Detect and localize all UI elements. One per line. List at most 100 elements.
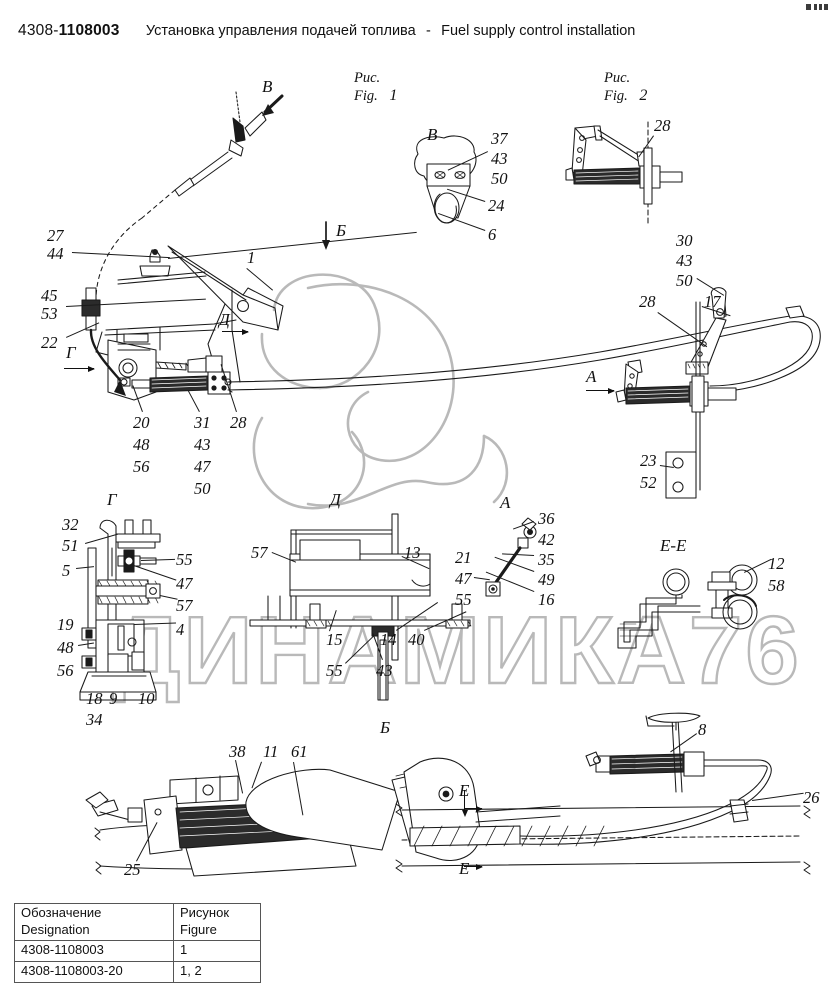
- table-header-figure: Рисунок Figure: [173, 902, 261, 942]
- callout-36: 36: [538, 509, 555, 528]
- callout-17: 17: [704, 292, 721, 311]
- callout-18: 18: [86, 689, 103, 708]
- table-row: 4308-1108003 1: [14, 940, 261, 962]
- section-arrow-e-bottom-h: [464, 863, 483, 870]
- section-letter-g-arrow: Г: [66, 343, 76, 362]
- callout-26: 26: [803, 788, 820, 807]
- callout-44: 44: [47, 244, 64, 263]
- callout-47-a: 47: [455, 569, 472, 588]
- section-arrow-e-top-h: [464, 805, 483, 812]
- figure-2-ru: Рис.: [604, 70, 631, 86]
- section-letter-a-detail: А: [500, 493, 511, 512]
- callout-43: 43: [194, 435, 211, 454]
- detail-right-bracket: [615, 287, 737, 499]
- section-letter-g-detail: Г: [107, 490, 117, 509]
- callout-57-d: 57: [251, 543, 268, 562]
- callout-56-g: 56: [57, 661, 74, 680]
- designation-table: Обозначение Designation Рисунок Figure 4…: [14, 902, 261, 983]
- section-letter-ee-detail: E-E: [660, 536, 687, 555]
- callout-9: 9: [109, 689, 118, 708]
- callout-43-v: 43: [491, 149, 508, 168]
- callout-31: 31: [194, 413, 211, 432]
- header-designation-ru: Обозначение: [21, 905, 102, 920]
- detail-v-bracket: [414, 135, 477, 224]
- callout-23: 23: [640, 451, 657, 470]
- figure-1-ru: Рис.: [354, 70, 381, 86]
- callout-28-right: 28: [639, 292, 656, 311]
- callout-49: 49: [538, 570, 555, 589]
- callout-50-v: 50: [491, 169, 508, 188]
- callout-8: 8: [698, 720, 707, 739]
- cable-end-detail: [95, 91, 267, 301]
- callout-19: 19: [57, 615, 74, 634]
- main-cable: [227, 305, 821, 393]
- callout-25: 25: [124, 860, 141, 879]
- callout-53: 53: [41, 304, 58, 323]
- section-letter-b-view: Б: [380, 718, 391, 737]
- figure-1-caption: Рис. Fig. 1: [354, 70, 397, 106]
- section-letter-b-arrow: Б: [336, 221, 347, 240]
- callout-28-pedal: 28: [230, 413, 247, 432]
- callout-58: 58: [768, 576, 785, 595]
- part-code-prefix: 4308-: [18, 22, 59, 39]
- callout-48-g: 48: [57, 638, 74, 657]
- callout-28-fig2: 28: [654, 116, 671, 135]
- view-arrow-a: [586, 387, 615, 394]
- callout-22: 22: [41, 333, 58, 352]
- callout-52: 52: [640, 473, 657, 492]
- callout-4: 4: [176, 620, 185, 639]
- callout-55-g: 55: [176, 550, 193, 569]
- section-letter-v-detail: В: [427, 125, 438, 144]
- callout-14: 14: [380, 630, 397, 649]
- callout-42: 42: [538, 530, 555, 549]
- table-header-row: Обозначение Designation Рисунок Figure: [14, 902, 261, 942]
- section-arrow-e-top: [461, 790, 468, 817]
- figure-2-number: 2: [639, 87, 648, 105]
- title-ru: Установка управления подачей топлива: [145, 23, 416, 39]
- title-separator: -: [425, 23, 431, 39]
- header-figure-en: Figure: [180, 921, 217, 937]
- callout-47: 47: [194, 457, 211, 476]
- pedal-assembly: [95, 245, 284, 401]
- callout-32: 32: [62, 515, 79, 534]
- figure-2-en: Fig.: [604, 88, 628, 105]
- callout-61: 61: [291, 742, 308, 761]
- view-arrow-d: [222, 328, 249, 335]
- header-designation-en: Designation: [21, 921, 90, 937]
- detail-ee-section: [617, 564, 758, 649]
- callout-43-d: 43: [376, 661, 393, 680]
- callout-5: 5: [62, 561, 71, 580]
- figure-1-number: 1: [389, 87, 398, 105]
- callout-40: 40: [408, 630, 425, 649]
- callout-51: 51: [62, 536, 79, 555]
- section-letter-e-bottom: E: [459, 859, 470, 878]
- callout-55-a: 55: [455, 590, 472, 609]
- callout-11: 11: [263, 742, 279, 761]
- scan-artifact: [806, 4, 828, 10]
- figure-1-en: Fig.: [354, 88, 378, 105]
- section-letter-a-arrow: А: [586, 367, 597, 386]
- callout-48: 48: [133, 435, 150, 454]
- callout-34: 34: [86, 710, 103, 729]
- callout-30: 30: [676, 231, 693, 250]
- callout-57-g: 57: [176, 596, 193, 615]
- detail-fig2: [565, 121, 683, 227]
- part-code-suffix: 1108003: [58, 22, 120, 39]
- callout-12: 12: [768, 554, 785, 573]
- callout-24: 24: [488, 196, 505, 215]
- callout-10: 10: [138, 689, 155, 708]
- cable-fitting-left: [81, 287, 126, 396]
- callout-20: 20: [133, 413, 150, 432]
- section-letter-d-detail: Д: [330, 490, 341, 509]
- callout-6: 6: [488, 225, 497, 244]
- callout-13: 13: [404, 543, 421, 562]
- detail-a-rod: [485, 517, 537, 597]
- detail-d-assembly: [249, 513, 472, 701]
- callout-55-d: 55: [326, 661, 343, 680]
- callout-43-r: 43: [676, 251, 693, 270]
- callout-35: 35: [538, 550, 555, 569]
- callout-37: 37: [491, 129, 508, 148]
- row-1-figure: 1, 2: [173, 960, 261, 983]
- title-en: Fuel supply control installation: [441, 23, 636, 39]
